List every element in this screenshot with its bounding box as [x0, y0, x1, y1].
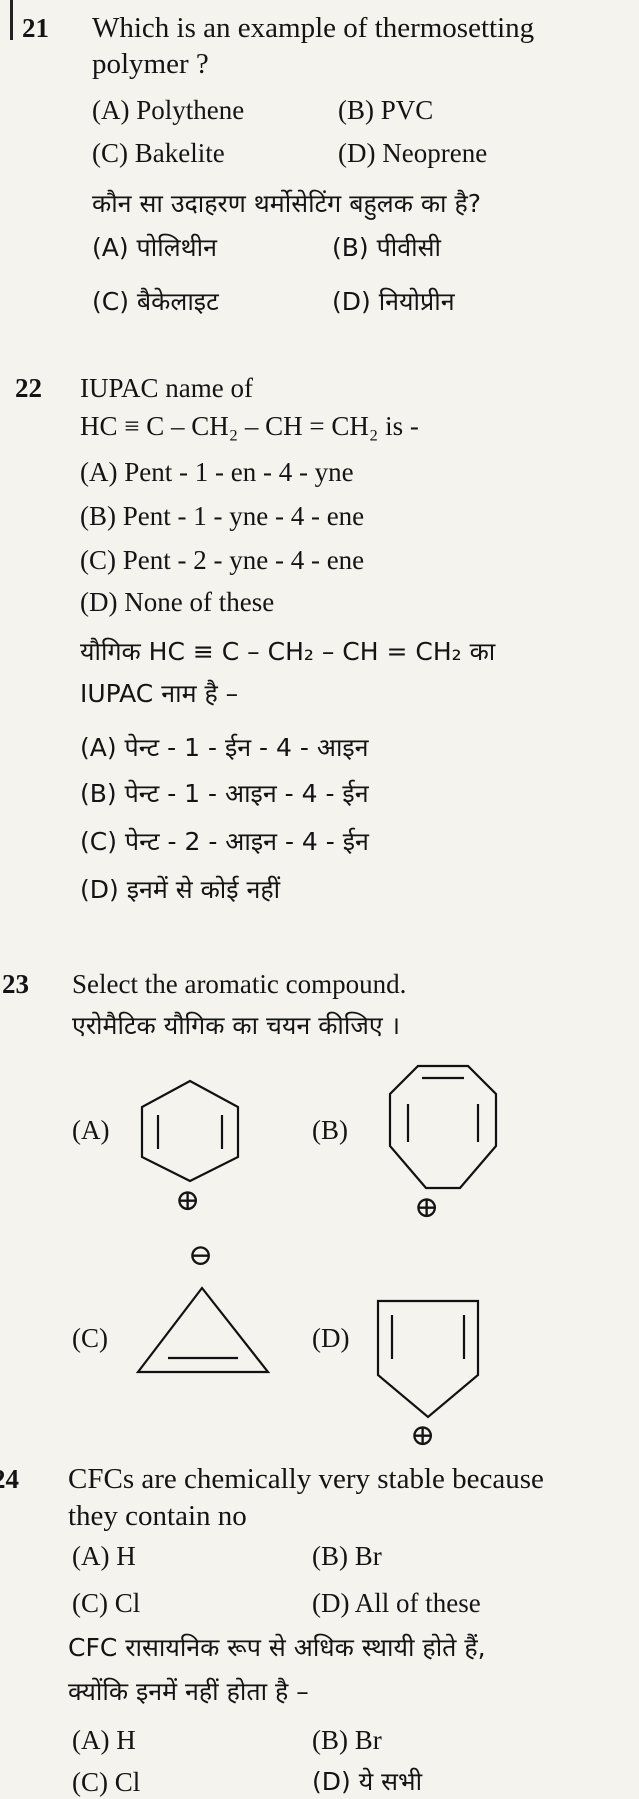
q21-option-c-en: (C) Bakelite [92, 138, 225, 168]
q22-option-b-en: (B) Pent - 1 - yne - 4 - ene [80, 501, 365, 531]
q24-option-c-hi: (C) Cl [72, 1767, 141, 1797]
plus-charge-icon: ⊕ [414, 1191, 440, 1224]
q21-option-d-en: (D) Neoprene [338, 138, 488, 168]
structure-a-cyclohexadienyl-cation [140, 1079, 240, 1183]
left-margin-rule [10, 0, 13, 40]
q24-option-d-hi: (D) ये सभी [312, 1767, 423, 1796]
q23-label-a: (A) [72, 1115, 110, 1145]
q22-question-hi-line2: IUPAC नाम है – [80, 679, 239, 708]
plus-charge-icon: ⊕ [410, 1419, 436, 1452]
q22-option-a-en: (A) Pent - 1 - en - 4 - yne [80, 457, 354, 487]
q24-question-hi-line1: CFC रासायनिक रूप से अधिक स्थायी होते हैं… [68, 1633, 486, 1662]
q22-option-a-hi: (A) पेन्ट - 1 - ईन - 4 - आइन [80, 733, 369, 762]
q24-option-b-hi: (B) Br [312, 1725, 382, 1755]
q21-number: 21 [22, 13, 49, 43]
q22-number: 22 [15, 373, 42, 403]
q21-question-hi: कौन सा उदाहरण थर्मोसेटिंग बहुलक का है? [92, 189, 482, 218]
q21-option-c-hi: (C) बैकेलाइट [92, 287, 219, 316]
q23-question-en: Select the aromatic compound. [72, 969, 407, 999]
structure-c-cyclopropenyl-anion [135, 1286, 271, 1374]
q22-question-hi-line1: यौगिक HC ≡ C – CH₂ – CH = CH₂ का [80, 637, 496, 666]
q22-option-c-hi: (C) पेन्ट - 2 - आइन - 4 - ईन [80, 827, 369, 856]
structure-b-tropylium-cation [388, 1064, 498, 1190]
q22-option-d-hi: (D) इनमें से कोई नहीं [80, 875, 281, 904]
q21-option-b-en: (B) PVC [338, 95, 434, 125]
q23-number: 23 [2, 969, 29, 999]
q23-label-d: (D) [312, 1323, 350, 1353]
q24-option-a-hi: (A) H [72, 1725, 136, 1755]
q24-option-b-en: (B) Br [312, 1541, 382, 1571]
q23-label-b: (B) [312, 1115, 348, 1145]
q24-option-c-en: (C) Cl [72, 1588, 141, 1618]
q24-question-en-line2: they contain no [68, 1500, 247, 1532]
q24-number: 24 [0, 1464, 19, 1494]
q24-option-d-en: (D) All of these [312, 1588, 481, 1618]
q22-question-en-line2: HC ≡ C – CH₂ – CH = CH₂ is - [80, 411, 419, 441]
q23-label-c: (C) [72, 1323, 108, 1353]
q21-option-b-hi: (B) पीवीसी [332, 233, 442, 262]
q21-option-a-en: (A) Polythene [92, 95, 245, 125]
q22-option-b-hi: (B) पेन्ट - 1 - आइन - 4 - ईन [80, 779, 369, 808]
q21-question-en-line1: Which is an example of thermosetting [92, 12, 535, 44]
q22-question-en-line1: IUPAC name of [80, 373, 253, 403]
minus-charge-icon: ⊖ [188, 1239, 214, 1272]
q21-option-a-hi: (A) पोलिथीन [92, 233, 217, 262]
q21-option-d-hi: (D) नियोप्रीन [332, 287, 455, 316]
q23-question-hi: एरोमैटिक यौगिक का चयन कीजिए । [72, 1011, 401, 1040]
structure-d-cyclopentadienyl-cation [376, 1299, 480, 1419]
q21-question-en-line2: polymer ? [92, 48, 209, 80]
q22-option-c-en: (C) Pent - 2 - yne - 4 - ene [80, 545, 365, 575]
plus-charge-icon: ⊕ [175, 1184, 201, 1217]
q24-question-en-line1: CFCs are chemically very stable because [68, 1463, 544, 1495]
q24-question-hi-line2: क्योंकि इनमें नहीं होता है – [68, 1677, 309, 1706]
q22-option-d-en: (D) None of these [80, 587, 275, 617]
q24-option-a-en: (A) H [72, 1541, 136, 1571]
